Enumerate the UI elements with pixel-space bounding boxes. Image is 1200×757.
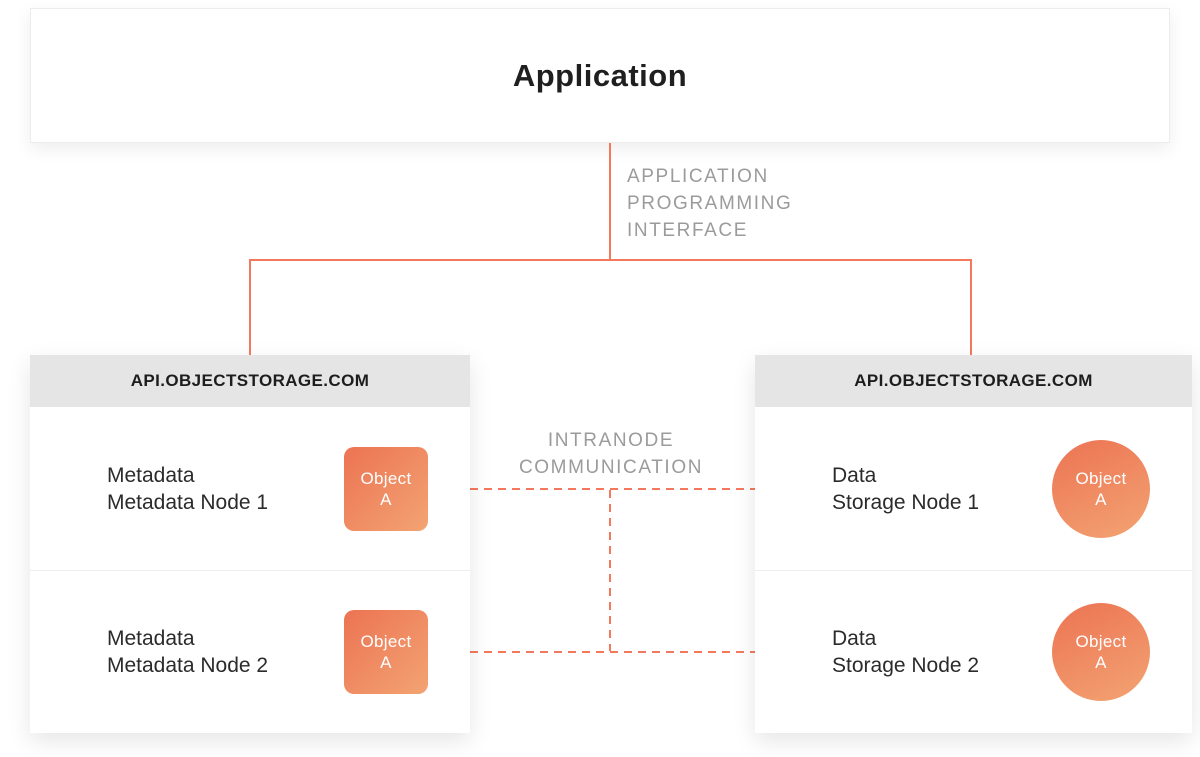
metadata-panel-header-label: API.OBJECTSTORAGE.COM — [130, 371, 370, 390]
storage-panel-header: API.OBJECTSTORAGE.COM — [755, 355, 1192, 407]
intranode-label-line1: INTRANODE — [547, 430, 675, 451]
object-a-circle-badge: Object A — [1052, 439, 1150, 538]
metadata-node-1-row: Metadata Metadata Node 1 Object A — [30, 407, 470, 570]
metadata-node-2-label: Metadata Metadata Node 2 — [107, 625, 268, 679]
application-title: Application — [512, 57, 688, 93]
metadata-node-2-row: Metadata Metadata Node 2 Object A — [30, 570, 470, 733]
object-a-badge-line2: A — [380, 489, 392, 509]
object-a-square-badge: Object A — [344, 610, 428, 694]
intranode-dashed-line-top — [470, 488, 755, 490]
api-connector-label-line1: APPLICATION — [627, 166, 769, 187]
metadata-panel-header: API.OBJECTSTORAGE.COM — [30, 355, 470, 407]
object-a-badge-line2: A — [380, 653, 392, 672]
intranode-dashed-line-vertical — [609, 490, 611, 651]
object-a-badge-line1: Object — [1075, 468, 1127, 488]
metadata-node-1-label: Metadata Metadata Node 1 — [107, 462, 268, 516]
object-a-badge-line2: A — [1095, 489, 1107, 509]
metadata-panel-body: Metadata Metadata Node 1 Object A Metada… — [30, 407, 470, 733]
object-a-badge-line1: Object — [360, 468, 412, 488]
object-a-badge-line1: Object — [1075, 632, 1127, 651]
intranode-dashed-line-bottom — [470, 651, 755, 653]
connector-application-down-line — [609, 143, 611, 260]
storage-node-2-label-line1: Data — [832, 627, 877, 650]
connector-right-leg-line — [970, 261, 972, 355]
storage-panel-body: Data Storage Node 1 Object A Data Storag… — [755, 407, 1192, 733]
object-a-badge-line2: A — [1095, 653, 1107, 672]
metadata-panel: API.OBJECTSTORAGE.COM Metadata Metadata … — [30, 355, 470, 733]
intranode-label-line2: COMMUNICATION — [518, 457, 704, 478]
metadata-node-2-label-line2: Metadata Node 2 — [107, 654, 269, 677]
storage-node-2-label-line2: Storage Node 2 — [832, 654, 980, 677]
storage-panel: API.OBJECTSTORAGE.COM Data Storage Node … — [755, 355, 1192, 733]
api-connector-label: APPLICATION PROGRAMMING INTERFACE — [627, 163, 792, 244]
connector-branch-horizontal-line — [249, 259, 972, 261]
object-a-badge-line1: Object — [360, 632, 412, 651]
storage-node-1-label: Data Storage Node 1 — [832, 462, 979, 516]
metadata-node-1-label-line2: Metadata Node 1 — [107, 490, 269, 514]
storage-node-2-row: Data Storage Node 2 Object A — [755, 570, 1192, 733]
application-box: Application — [30, 8, 1170, 143]
metadata-node-1-label-line1: Metadata — [107, 463, 195, 487]
storage-node-2-label: Data Storage Node 2 — [832, 625, 979, 679]
api-connector-label-line2: PROGRAMMING — [627, 193, 793, 214]
storage-node-1-label-line2: Storage Node 1 — [832, 490, 980, 514]
metadata-node-2-label-line1: Metadata — [107, 627, 195, 650]
storage-node-1-row: Data Storage Node 1 Object A — [755, 407, 1192, 570]
object-a-circle-badge: Object A — [1052, 603, 1150, 701]
storage-panel-header-label: API.OBJECTSTORAGE.COM — [854, 371, 1093, 390]
intranode-communication-label: INTRANODE COMMUNICATION — [455, 427, 767, 481]
api-connector-label-line3: INTERFACE — [627, 220, 749, 241]
object-a-square-badge: Object A — [344, 446, 428, 531]
connector-left-leg-line — [249, 261, 251, 355]
storage-node-1-label-line1: Data — [832, 463, 877, 487]
